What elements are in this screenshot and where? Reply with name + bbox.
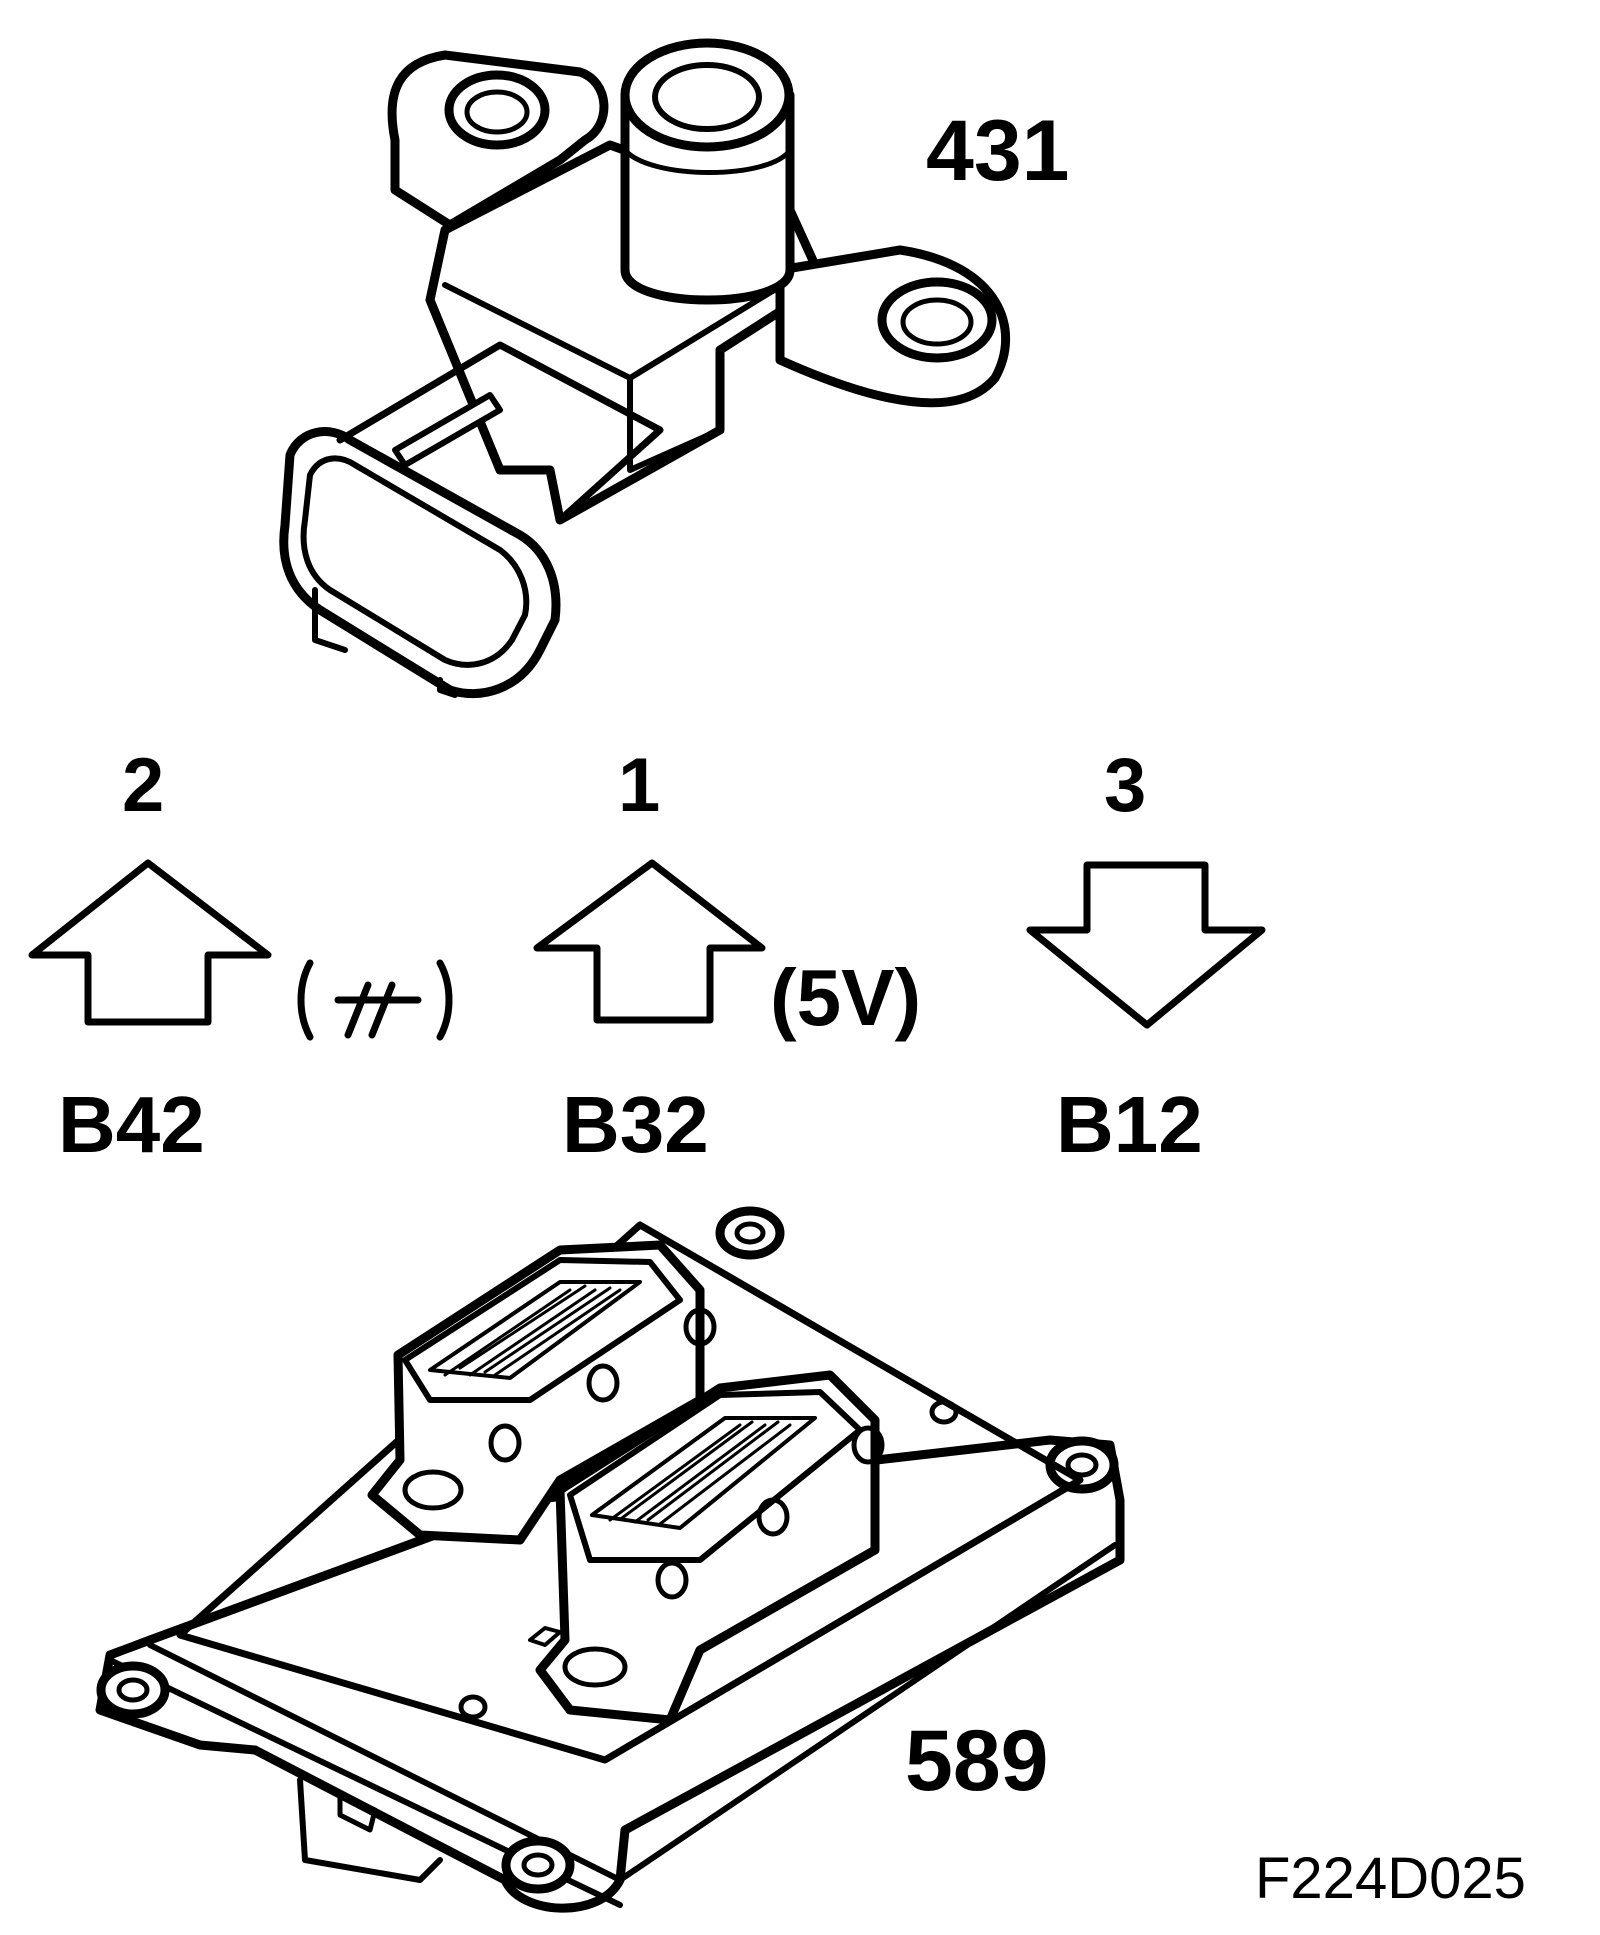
figure-code-label: F224D025 — [1255, 1846, 1526, 1911]
connector-pin-label: B12 — [1056, 1080, 1203, 1169]
connector-pin-label: B32 — [562, 1080, 709, 1169]
arrow-down-icon — [1026, 861, 1266, 1029]
pin-number-label: 1 — [618, 743, 661, 828]
control-module-icon — [95, 1206, 1125, 1913]
sensor-id-label: 431 — [926, 103, 1070, 199]
pin-number-label: 2 — [122, 743, 165, 828]
connector-pin-label: B42 — [58, 1080, 205, 1169]
pin-number-label: 3 — [1104, 743, 1147, 828]
voltage-note-label: (5V) — [770, 953, 922, 1042]
arrow-up-icon — [28, 859, 272, 1026]
ecu-id-label: 589 — [905, 1713, 1049, 1809]
arrow-up-icon — [533, 859, 766, 1024]
pressure-sensor-icon — [279, 38, 1011, 699]
ground-symbol-icon — [297, 959, 453, 1041]
